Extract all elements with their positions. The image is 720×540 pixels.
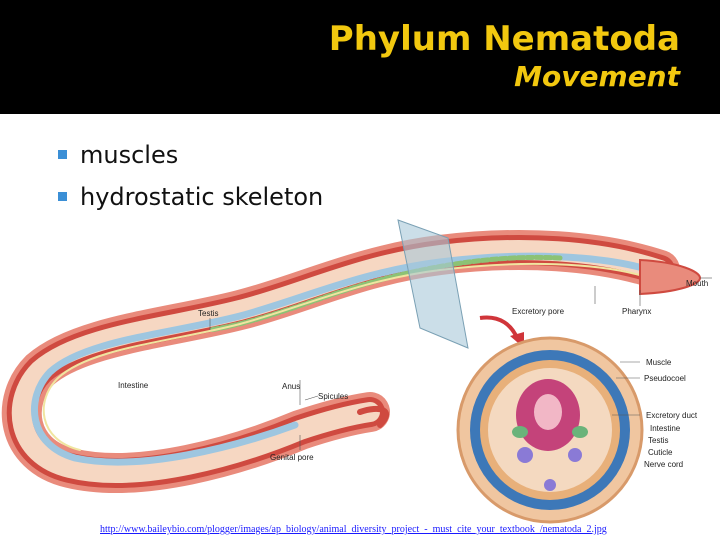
- title-text: Phylum Nematoda: [328, 19, 680, 59]
- nematoda-diagram: Mouth Excretory pore Pharynx Testis Inte…: [1, 219, 712, 524]
- image-credit-link[interactable]: http://www.baileybio.com/plogger/images/…: [100, 524, 607, 535]
- label-pharynx: Pharynx: [622, 307, 651, 316]
- label-pseudocoel: Pseudocoel: [644, 374, 686, 383]
- label-testis: Testis: [198, 309, 218, 318]
- label-intestine-cs: Intestine: [650, 424, 681, 433]
- bullet-square-icon: [58, 192, 67, 201]
- worm-tail-hook: [357, 405, 389, 428]
- subtitle-text: Movement: [514, 60, 680, 93]
- bullet-item: hydrostatic skeleton: [56, 176, 323, 218]
- bullet-square-icon: [58, 150, 67, 159]
- bullet-text: hydrostatic skeleton: [80, 183, 324, 211]
- title-bar: [0, 0, 720, 114]
- label-mouth: Mouth: [686, 279, 708, 288]
- worm-intestine: [30, 252, 654, 466]
- bullet-text: muscles: [80, 141, 179, 169]
- label-nerve-cord: Nerve cord: [644, 460, 683, 469]
- slide-title: Phylum Nematoda Movement: [329, 18, 680, 94]
- worm-nerve: [42, 262, 651, 451]
- label-muscle: Muscle: [646, 358, 672, 367]
- section-plane: [397, 219, 469, 349]
- bullet-list: muscles hydrostatic skeleton: [56, 134, 323, 218]
- bullet-item: muscles: [56, 134, 323, 176]
- diagram-labels: [209, 277, 712, 450]
- label-spicules: Spicules: [318, 392, 348, 401]
- cross-section: [456, 336, 644, 524]
- label-testis-cs: Testis: [648, 436, 668, 445]
- label-anus: Anus: [282, 382, 300, 391]
- label-excretory-pore: Excretory pore: [512, 307, 565, 316]
- label-excretory-duct: Excretory duct: [646, 411, 698, 420]
- label-genital-pore: Genital pore: [270, 453, 314, 462]
- label-intestine: Intestine: [118, 381, 149, 390]
- label-cuticle: Cuticle: [648, 448, 673, 457]
- worm-head: [639, 258, 702, 296]
